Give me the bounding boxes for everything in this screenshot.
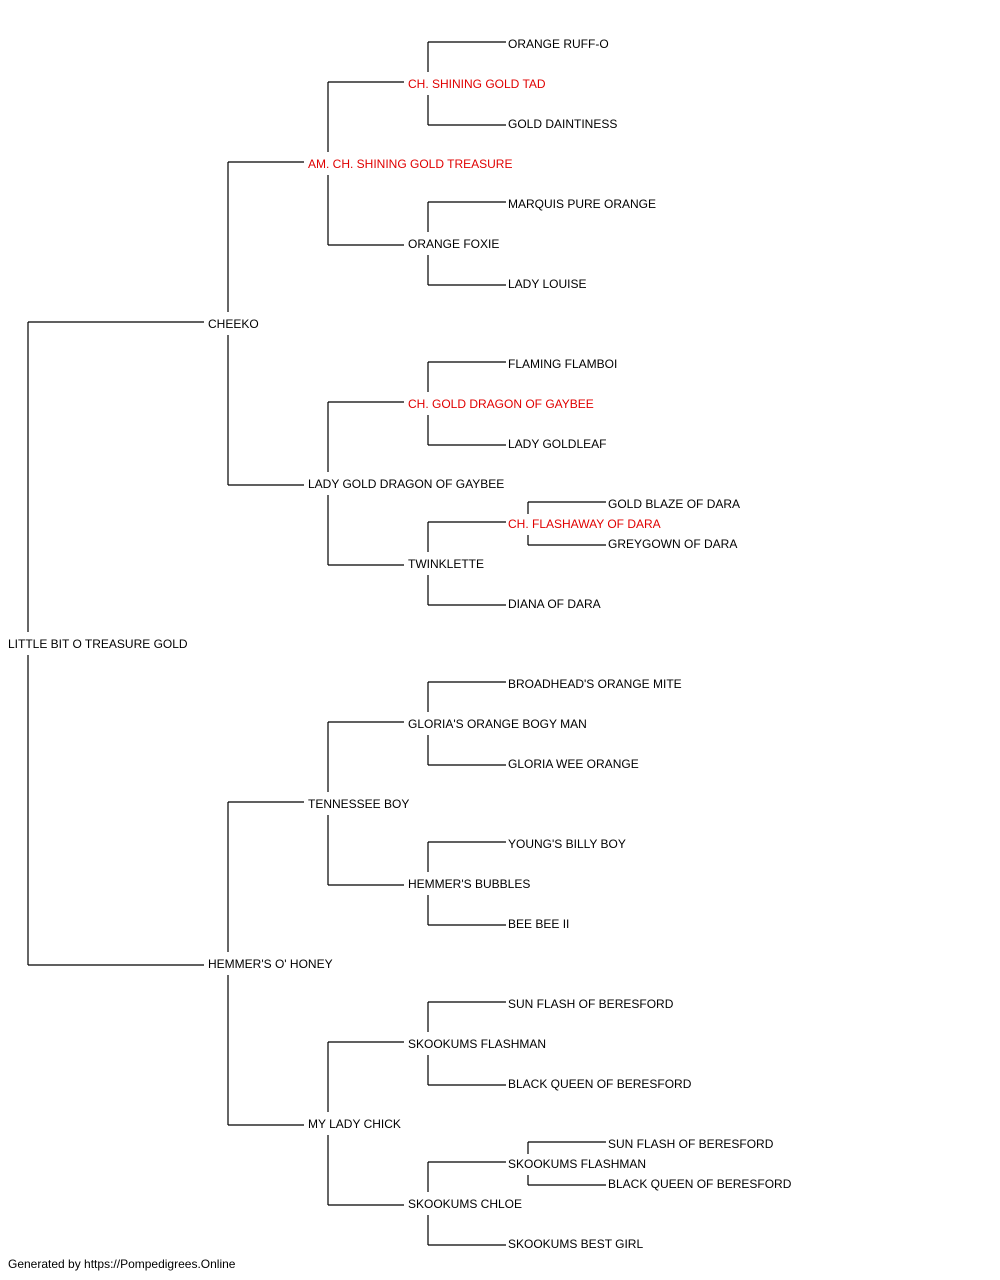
ancestor-name: SUN FLASH OF BERESFORD bbox=[508, 997, 674, 1011]
ancestor-name: ORANGE RUFF-O bbox=[508, 37, 609, 51]
ancestor-name: BLACK QUEEN OF BERESFORD bbox=[608, 1177, 792, 1191]
ancestor-name: YOUNG'S BILLY BOY bbox=[508, 837, 626, 851]
ancestor-name: LADY LOUISE bbox=[508, 277, 587, 291]
connector-hemmers-o-honey bbox=[227, 801, 304, 1126]
ancestor-name: BLACK QUEEN OF BERESFORD bbox=[508, 1077, 692, 1091]
sire-name: CHEEKO bbox=[208, 317, 259, 331]
dam-sire-name: TENNESSEE BOY bbox=[308, 797, 410, 811]
connector-glorias-bogy-man bbox=[427, 681, 506, 766]
connector-skookums-flashman-2 bbox=[527, 1141, 606, 1186]
connector-skookums-chloe bbox=[427, 1161, 506, 1246]
ancestor-name: GLORIA WEE ORANGE bbox=[508, 757, 639, 771]
ancestor-name: SKOOKUMS CHLOE bbox=[408, 1197, 523, 1211]
ancestor-name: LADY GOLDLEAF bbox=[508, 437, 607, 451]
ancestor-name: SKOOKUMS FLASHMAN bbox=[408, 1037, 547, 1051]
ancestor-name: MARQUIS PURE ORANGE bbox=[508, 197, 657, 211]
ancestor-name: GREYGOWN OF DARA bbox=[608, 537, 738, 551]
ancestor-name: DIANA OF DARA bbox=[508, 597, 601, 611]
ancestor-name: SUN FLASH OF BERESFORD bbox=[608, 1137, 774, 1151]
ancestor-name: BEE BEE II bbox=[508, 917, 570, 931]
connector-gold-dragon-gaybee bbox=[427, 361, 506, 446]
sire-dam-name: LADY GOLD DRAGON OF GAYBEE bbox=[308, 477, 505, 491]
ancestor-name: SKOOKUMS BEST GIRL bbox=[508, 1237, 644, 1251]
connector-subject bbox=[27, 321, 204, 966]
connector-hemmers-bubbles bbox=[427, 841, 506, 926]
ancestor-name: ORANGE FOXIE bbox=[408, 237, 500, 251]
ancestor-name: CH. FLASHAWAY OF DARA bbox=[508, 517, 661, 531]
dam-dam-name: MY LADY CHICK bbox=[308, 1117, 401, 1131]
ancestor-name: GLORIA'S ORANGE BOGY MAN bbox=[408, 717, 587, 731]
connector-shining-gold-treasure bbox=[327, 81, 404, 246]
ancestor-name: CH. SHINING GOLD TAD bbox=[408, 77, 546, 91]
connector-my-lady-chick bbox=[327, 1041, 404, 1206]
sire-sire-name: AM. CH. SHINING GOLD TREASURE bbox=[308, 157, 513, 171]
connector-cheeko bbox=[227, 161, 304, 486]
ancestor-name: HEMMER'S BUBBLES bbox=[408, 877, 531, 891]
generated-by-link[interactable]: Generated by https://Pompedigrees.Online bbox=[8, 1257, 236, 1271]
ancestor-name: GOLD BLAZE OF DARA bbox=[608, 497, 741, 511]
connector-flashaway-of-dara bbox=[527, 501, 606, 546]
ancestor-name: CH. GOLD DRAGON OF GAYBEE bbox=[408, 397, 594, 411]
ancestor-name: GOLD DAINTINESS bbox=[508, 117, 618, 131]
connector-orange-foxie bbox=[427, 201, 506, 286]
dam-name: HEMMER'S O' HONEY bbox=[208, 957, 333, 971]
subject-name: LITTLE BIT O TREASURE GOLD bbox=[8, 637, 188, 651]
ancestor-name: SKOOKUMS FLASHMAN bbox=[508, 1157, 647, 1171]
connector-twinklette bbox=[427, 521, 506, 606]
connector-tennessee-boy bbox=[327, 721, 404, 886]
connector-lady-gold-dragon bbox=[327, 401, 404, 566]
ancestor-name: FLAMING FLAMBOI bbox=[508, 357, 618, 371]
ancestor-name: TWINKLETTE bbox=[408, 557, 485, 571]
ancestor-name: BROADHEAD'S ORANGE MITE bbox=[508, 677, 682, 691]
connector-shining-gold-tad bbox=[427, 41, 506, 126]
connector-skookums-flashman bbox=[427, 1001, 506, 1086]
